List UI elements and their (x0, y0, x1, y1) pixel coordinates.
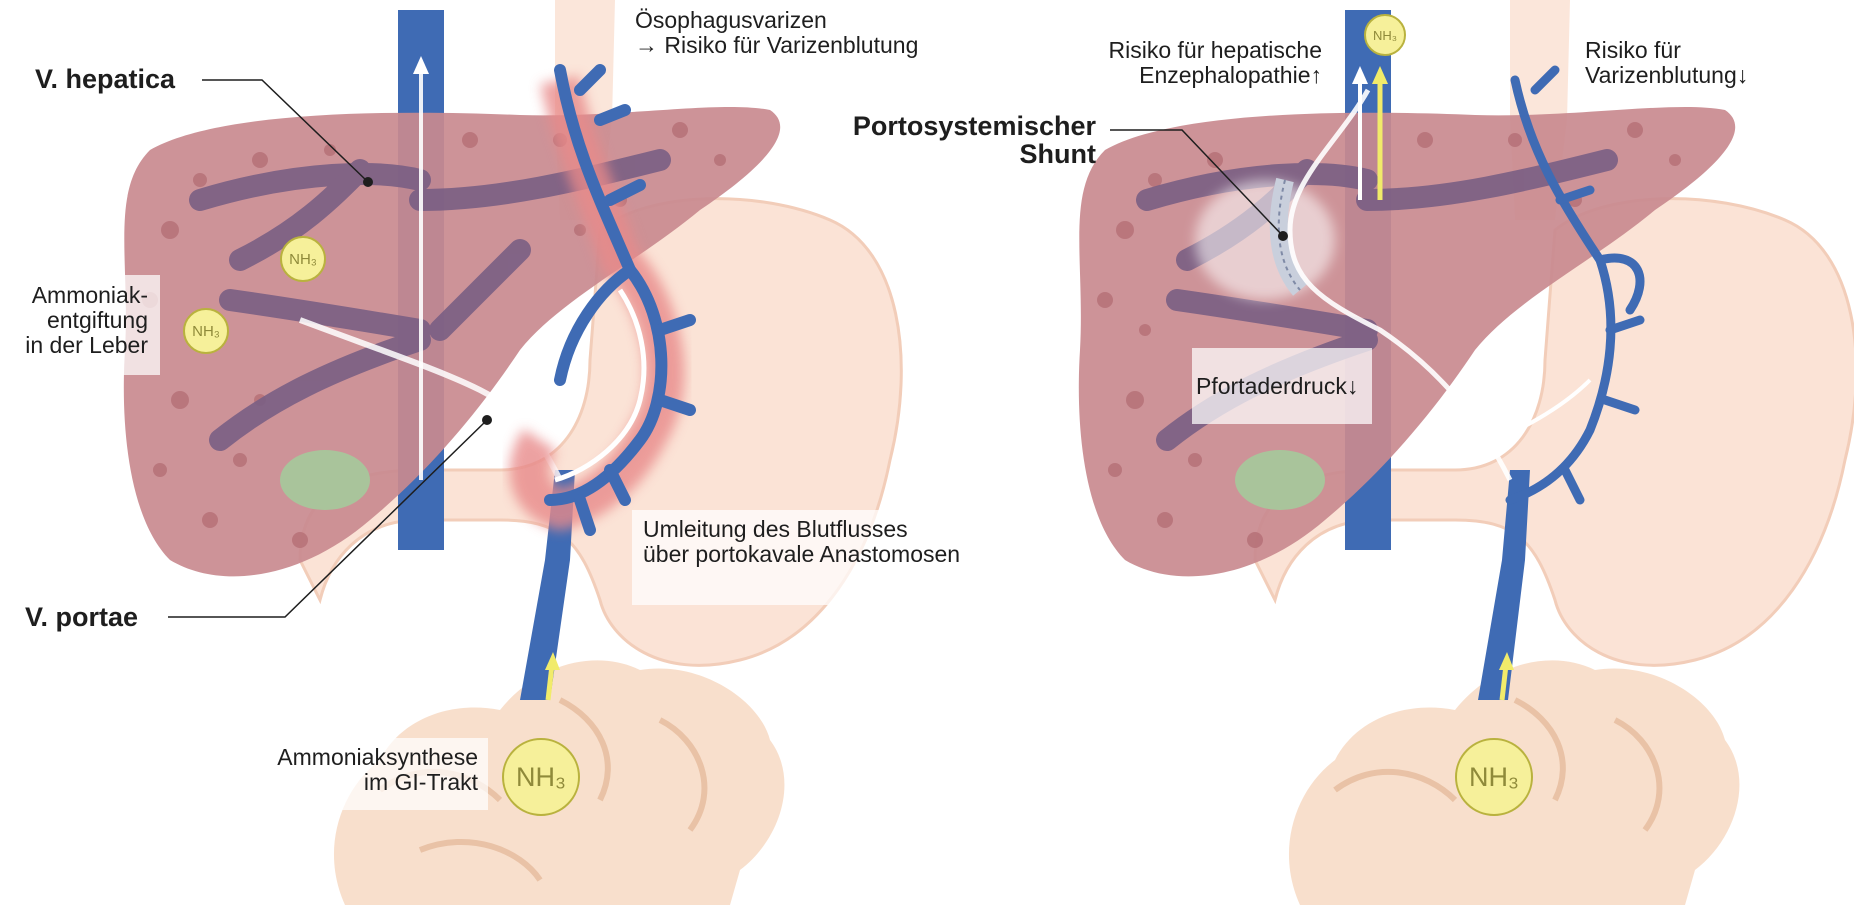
label-detox-line3: in der Leber (12, 333, 148, 358)
label-ammoniaksynthese: Ammoniaksynthese im GI-Trakt (228, 745, 478, 795)
label-hepatische-enzephalopathie: Risiko für hepatische Enzephalopathie↑ (1040, 38, 1322, 88)
label-detox-line2: entgiftung (12, 308, 148, 333)
label-portosystemischer-shunt: Portosystemischer Shunt (780, 112, 1096, 168)
label-oesophagusvarizen: Ösophagusvarizen → Risiko für Varizenblu… (635, 8, 918, 58)
label-detox-line1: Ammoniak- (12, 283, 148, 308)
nh3-bubble-gi-right: NH₃ (1455, 738, 1533, 816)
label-synthese-line2: im GI-Trakt (228, 770, 478, 795)
label-he-line1: Risiko für hepatische (1040, 38, 1322, 63)
label-he-line2: Enzephalopathie↑ (1040, 63, 1322, 88)
shunt-glow (1195, 180, 1335, 300)
label-umleitung-line1: Umleitung des Blutflusses (643, 517, 960, 542)
nh3-bubble-liver-1: NH₃ (280, 236, 326, 282)
label-vb-line2: Varizenblutung↓ (1585, 63, 1748, 88)
label-oesophagus-line2: → Risiko für Varizenblutung (635, 33, 918, 58)
label-v-portae: V. portae (25, 603, 138, 631)
label-v-hepatica: V. hepatica (35, 65, 175, 93)
nh3-bubble-ivc-right: NH₃ (1364, 14, 1406, 56)
label-umleitung: Umleitung des Blutflusses über portokava… (643, 517, 960, 567)
nh3-bubble-gi-left: NH₃ (502, 738, 580, 816)
label-ammoniakentgiftung: Ammoniak- entgiftung in der Leber (12, 283, 148, 358)
gallbladder-right (1235, 450, 1325, 510)
nh3-bubble-liver-2: NH₃ (183, 308, 229, 354)
label-varizenblutung-risiko: Risiko für Varizenblutung↓ (1585, 38, 1748, 88)
label-shunt-line2: Shunt (780, 140, 1096, 168)
label-umleitung-line2: über portokavale Anastomosen (643, 542, 960, 567)
label-pfortaderdruck: Pfortaderdruck↓ (1196, 374, 1358, 399)
label-synthese-line1: Ammoniaksynthese (228, 745, 478, 770)
label-shunt-line1: Portosystemischer (780, 112, 1096, 140)
gallbladder-left (280, 450, 370, 510)
label-oesophagus-line1: Ösophagusvarizen (635, 8, 918, 33)
label-vb-line1: Risiko für (1585, 38, 1748, 63)
